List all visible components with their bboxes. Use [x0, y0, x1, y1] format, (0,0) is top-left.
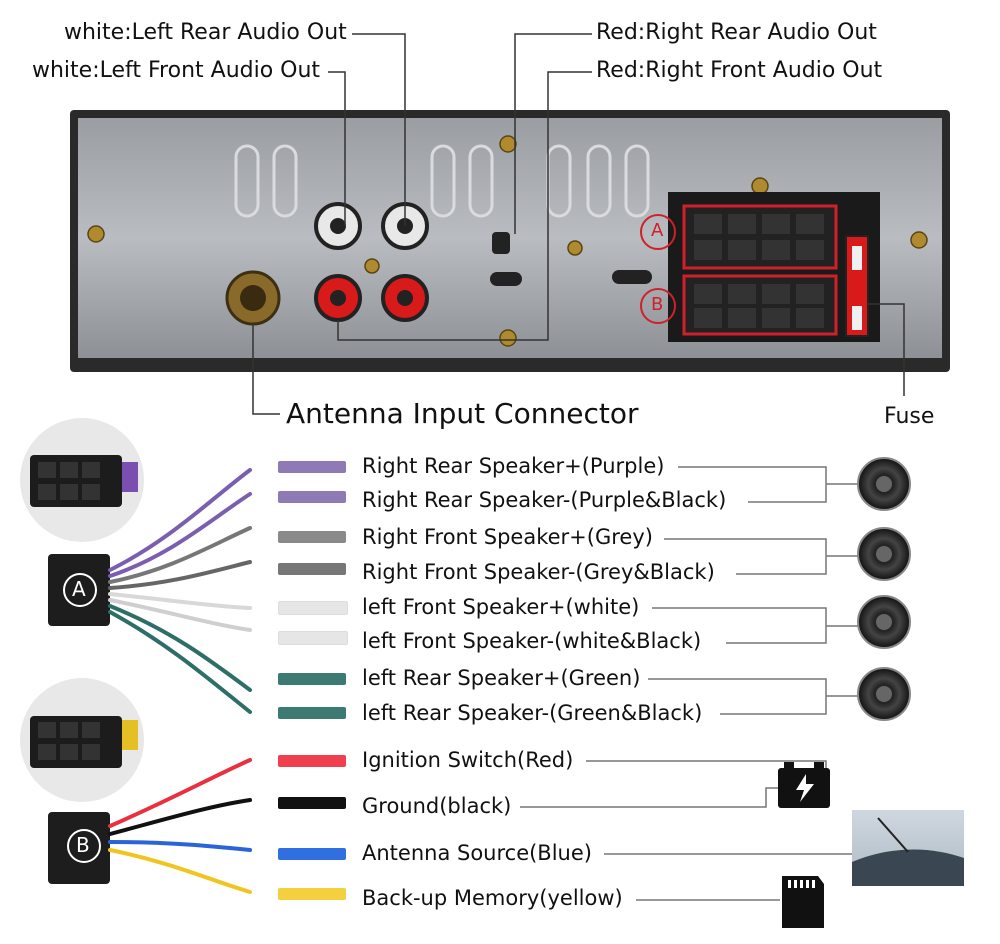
wire-swatch: [278, 601, 348, 615]
plug-b: [48, 812, 110, 884]
wire-label: Right Rear Speaker-(Purple&Black): [362, 488, 727, 512]
wire-swatch: [278, 755, 346, 767]
wire-leader-lines: [520, 466, 858, 901]
iso-connector: [668, 192, 880, 342]
wire-label: Ground(black): [362, 794, 512, 818]
wire-swatch: [278, 461, 346, 473]
wire-label: Right Rear Speaker+(Purple): [362, 454, 665, 478]
wire-swatch: [278, 848, 346, 860]
head-unit-back-panel: [70, 110, 950, 372]
wire-label: left Rear Speaker-(Green&Black): [362, 701, 703, 725]
wire-label: Antenna Source(Blue): [362, 841, 592, 865]
wire-label: Right Front Speaker-(Grey&Black): [362, 560, 715, 584]
wire-swatch: [278, 631, 348, 645]
wire-swatch: [278, 491, 346, 503]
speaker-icon: [857, 527, 911, 581]
wire-label: Back-up Memory(yellow): [362, 886, 623, 910]
connector-b-photo: [20, 678, 144, 802]
panel-badge-b: B: [651, 294, 664, 315]
plug-a-wires: [108, 468, 252, 714]
wire-label: left Rear Speaker+(Green): [362, 666, 641, 690]
top-leader-lines: [252, 33, 905, 415]
wire-swatch: [278, 707, 346, 719]
fuse-label: Fuse: [884, 404, 935, 429]
sd-card-icon: [782, 876, 824, 928]
wire-swatch: [278, 797, 346, 809]
panel-badge-a: A: [651, 220, 664, 241]
plug-badge-a: A: [72, 577, 86, 601]
plug-b-wires: [108, 758, 252, 894]
battery-icon: [778, 762, 830, 808]
speaker-icon: [857, 595, 911, 649]
car-antenna-photo: [852, 810, 964, 886]
left-front-audio-label: white:Left Front Audio Out: [32, 58, 321, 83]
speaker-icon: [857, 457, 911, 511]
plug-a: [48, 554, 110, 626]
antenna-input-label: Antenna Input Connector: [286, 397, 639, 430]
connector-a-photo: [20, 418, 144, 542]
plug-badge-b: B: [76, 833, 90, 857]
right-rear-audio-label: Red:Right Rear Audio Out: [596, 20, 877, 45]
wire-swatch: [278, 673, 346, 685]
wire-label: left Front Speaker+(white): [362, 595, 640, 619]
wire-label: left Front Speaker-(white&Black): [362, 629, 702, 653]
wire-swatch: [278, 563, 346, 575]
wire-label: Ignition Switch(Red): [362, 748, 574, 772]
right-front-audio-label: Red:Right Front Audio Out: [596, 58, 883, 83]
wire-label: Right Front Speaker+(Grey): [362, 525, 653, 549]
wire-swatch: [278, 888, 346, 900]
left-rear-audio-label: white:Left Rear Audio Out: [64, 20, 347, 45]
wire-swatch: [278, 531, 346, 543]
speaker-icon: [857, 667, 911, 721]
